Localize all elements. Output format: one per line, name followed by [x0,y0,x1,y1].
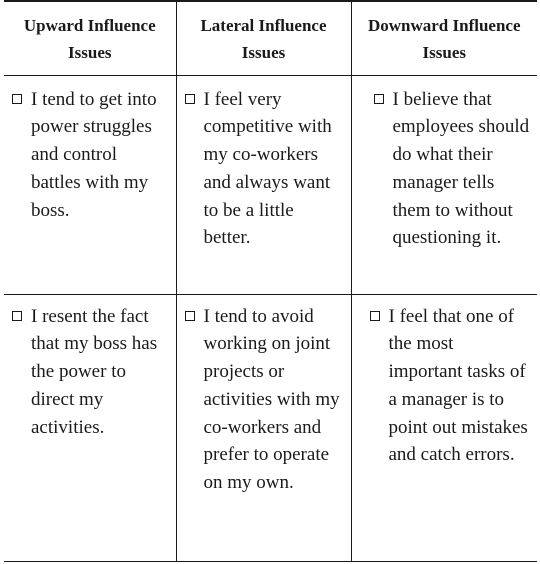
table-header-row: Upward Influence Issues Lateral Influenc… [4,0,537,76]
statement-text: I tend to avoid working on joint project… [203,305,340,494]
table-row: I resent the fact that my boss has the p… [4,294,537,562]
checkbox[interactable] [12,93,22,104]
table-row: I tend to get into power struggles and c… [4,75,537,295]
header-lateral-influence: Lateral Influence Issues [175,0,352,76]
statement-text: I feel that one of the most important ta… [388,305,528,466]
table-cell: I tend to avoid working on joint project… [175,294,352,562]
header-downward-influence: Downward Influence Issues [351,0,537,76]
table-cell: I resent the fact that my boss has the p… [4,294,176,562]
header-upward-influence: Upward Influence Issues [4,0,176,76]
checkbox[interactable] [369,310,380,321]
table-cell: I believe that employees should do what … [351,75,537,295]
table-cell: I tend to get into power struggles and c… [4,75,176,295]
statement-text: I believe that employees should do what … [392,88,530,249]
table-cell: I feel very competitive with my co-worke… [175,75,352,295]
statement-text: I resent the fact that my boss has the p… [31,305,158,438]
checkbox[interactable] [184,310,195,321]
table-cell: I feel that one of the most important ta… [351,294,537,562]
statement-text: I tend to get into power struggles and c… [31,88,157,221]
influence-issues-table: Upward Influence Issues Lateral Influenc… [4,0,537,562]
checkbox[interactable] [373,93,384,104]
statement-text: I feel very competitive with my co-worke… [203,88,332,249]
checkbox[interactable] [12,310,22,321]
checkbox[interactable] [184,93,195,104]
